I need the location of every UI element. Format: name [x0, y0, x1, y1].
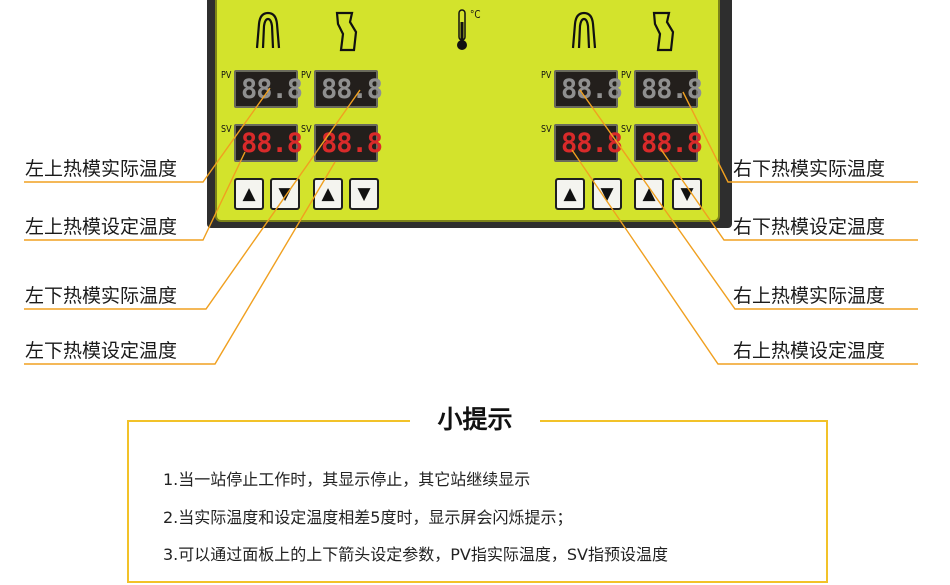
leader-left-bottom-pv [24, 89, 361, 310]
callout-right-top-pv: 右上热模实际温度 [733, 285, 886, 307]
leader-right-top-sv [571, 149, 918, 365]
sv-tag-left1: SV [221, 124, 232, 135]
lower-mold-icon [335, 11, 358, 52]
lower-mold-icon-right [652, 11, 675, 52]
left1-down-button[interactable]: ▼ [270, 178, 300, 210]
left2-up-button[interactable]: ▲ [313, 178, 343, 210]
leader-right-top-pv [579, 89, 918, 310]
right1-down-button[interactable]: ▼ [592, 178, 622, 210]
tips-title: 小提示 [410, 400, 540, 440]
callout-left-top-pv: 左上热模实际温度 [25, 158, 178, 180]
callout-right-bottom-pv: 右下热模实际温度 [733, 158, 886, 180]
display-left1-sv-value: 88.8 [241, 128, 303, 159]
pv-tag-right2: PV [621, 70, 632, 81]
display-left1-pv: 88.8 [234, 70, 303, 108]
display-right2-pv: 88.8 [634, 70, 703, 108]
callout-left-top-sv: 左上热模设定温度 [25, 216, 178, 238]
right1-up-button[interactable]: ▲ [555, 178, 585, 210]
leader-right-bottom-pv [682, 91, 918, 183]
display-left1-sv: 88.8 [234, 124, 303, 162]
right2-up-button[interactable]: ▲ [634, 178, 664, 210]
display-left2-pv-value: 88.8 [321, 74, 383, 105]
thermometer-icon [457, 9, 467, 50]
sv-tag-left2: SV [301, 124, 312, 135]
pv-tag-right1: PV [541, 70, 552, 81]
leader-right-bottom-sv [659, 147, 918, 241]
leader-left-top-sv [24, 151, 246, 241]
temp-unit-label: °C [470, 8, 481, 21]
display-right1-pv: 88.8 [554, 70, 623, 108]
display-left2-sv-value: 88.8 [321, 128, 383, 159]
pv-tag-left1: PV [221, 70, 232, 81]
pv-tag-left2: PV [301, 70, 312, 81]
display-right1-sv-value: 88.8 [561, 128, 623, 159]
callout-left-bottom-sv: 左下热模设定温度 [25, 340, 178, 362]
sv-tag-right1: SV [541, 124, 552, 135]
display-left2-pv: 88.8 [314, 70, 383, 108]
display-right2-sv-value: 88.8 [641, 128, 703, 159]
sv-tag-right2: SV [621, 124, 632, 135]
left2-down-button[interactable]: ▼ [349, 178, 379, 210]
leader-left-bottom-sv [24, 161, 336, 365]
display-right1-sv: 88.8 [554, 124, 623, 162]
display-left2-sv: 88.8 [314, 124, 383, 162]
left1-up-button[interactable]: ▲ [234, 178, 264, 210]
upper-mold-icon [255, 11, 281, 49]
tip-line-2: 2.当实际温度和设定温度相差5度时，显示屏会闪烁提示； [163, 508, 573, 527]
display-left1-pv-value: 88.8 [241, 74, 303, 105]
display-right2-pv-value: 88.8 [641, 74, 703, 105]
leader-left-top-pv [24, 87, 271, 183]
callout-right-top-sv: 右上热模设定温度 [733, 340, 886, 362]
display-right1-pv-value: 88.8 [561, 74, 623, 105]
tip-line-1: 1.当一站停止工作时，其显示停止，其它站继续显示 [163, 470, 531, 489]
callout-right-bottom-sv: 右下热模设定温度 [733, 216, 886, 238]
upper-mold-icon-right [571, 11, 597, 49]
callout-left-bottom-pv: 左下热模实际温度 [25, 285, 178, 307]
tip-line-3: 3.可以通过面板上的上下箭头设定参数，PV指实际温度，SV指预设温度 [163, 545, 668, 564]
right2-down-button[interactable]: ▼ [672, 178, 702, 210]
